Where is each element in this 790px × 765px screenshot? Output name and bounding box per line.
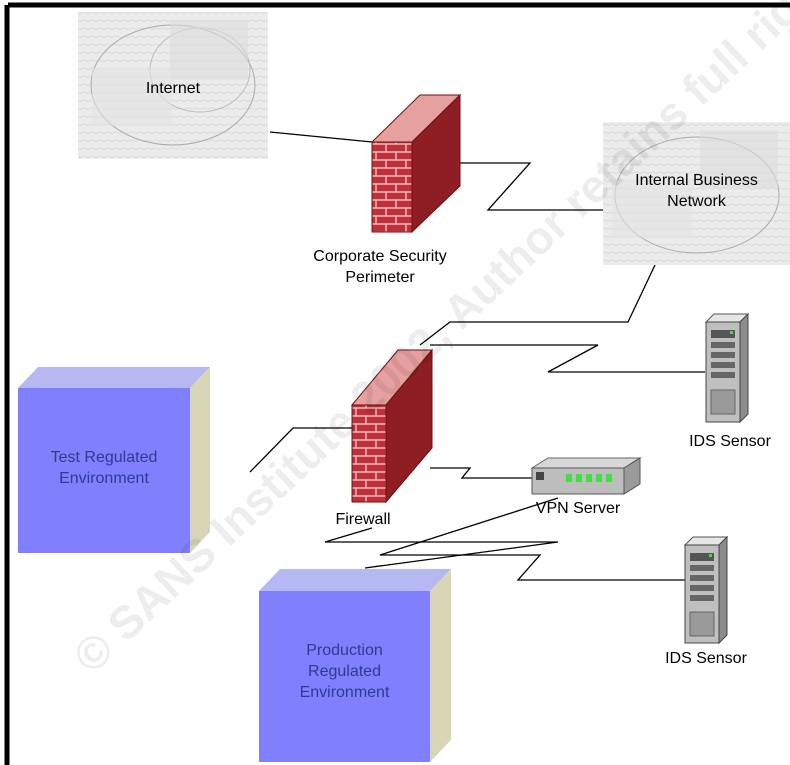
production-environment-label: Production Regulated Environment bbox=[299, 642, 390, 701]
vpn-server-icon bbox=[530, 457, 642, 495]
ids-sensor-2-label: IDS Sensor bbox=[665, 650, 747, 667]
firewall-icon bbox=[350, 348, 434, 504]
perimeter-firewall-icon bbox=[370, 93, 462, 234]
ids-sensor-1-icon bbox=[704, 312, 750, 424]
test-environment-label: Test Regulated Environment bbox=[50, 449, 158, 487]
ids-sensor-2-icon bbox=[683, 535, 729, 645]
link-firewall-production bbox=[324, 527, 559, 569]
internet-cloud bbox=[78, 12, 268, 159]
link-firewall-ids1 bbox=[430, 344, 705, 373]
vpn-server-label: VPN Server bbox=[535, 500, 621, 517]
internet-label: Internet bbox=[145, 80, 201, 97]
link-internal-firewall bbox=[419, 264, 656, 346]
ids-sensor-1-label: IDS Sensor bbox=[689, 433, 771, 450]
link-vpn-ids2 bbox=[379, 497, 685, 581]
link-internet-perimeter bbox=[269, 131, 373, 143]
internal-network-label: Internal Business Network bbox=[635, 172, 758, 210]
corporate-perimeter-label: Corporate Security Perimeter bbox=[313, 248, 447, 286]
link-perimeter-internal bbox=[420, 162, 605, 211]
firewall-label: Firewall bbox=[335, 511, 391, 528]
connection-lines bbox=[249, 131, 705, 581]
internal-network-cloud bbox=[603, 122, 790, 265]
link-firewall-vpn bbox=[430, 467, 532, 479]
production-environment-box bbox=[259, 569, 451, 762]
test-environment-box bbox=[18, 367, 210, 553]
link-test-firewall bbox=[249, 427, 355, 473]
